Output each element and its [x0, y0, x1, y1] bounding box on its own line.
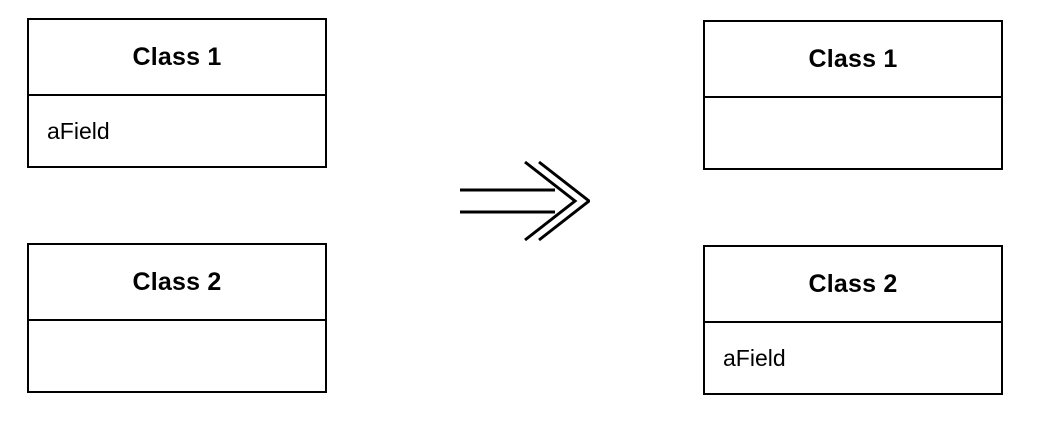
after-class-1-box: Class 1: [703, 20, 1003, 170]
before-class-1-box: Class 1 aField: [27, 18, 327, 168]
class-fields: aField: [705, 323, 1001, 395]
class-name: Class 1: [29, 20, 325, 96]
after-class-2-box: Class 2 aField: [703, 245, 1003, 395]
before-class-2-box: Class 2: [27, 243, 327, 393]
class-fields: [705, 98, 1001, 170]
class-name: Class 2: [29, 245, 325, 321]
class-name: Class 1: [705, 22, 1001, 98]
class-fields: [29, 321, 325, 393]
class-fields: aField: [29, 96, 325, 168]
field-label: aField: [723, 345, 786, 371]
double-arrow-right-icon: [460, 160, 590, 242]
field-label: aField: [47, 118, 110, 144]
class-name: Class 2: [705, 247, 1001, 323]
